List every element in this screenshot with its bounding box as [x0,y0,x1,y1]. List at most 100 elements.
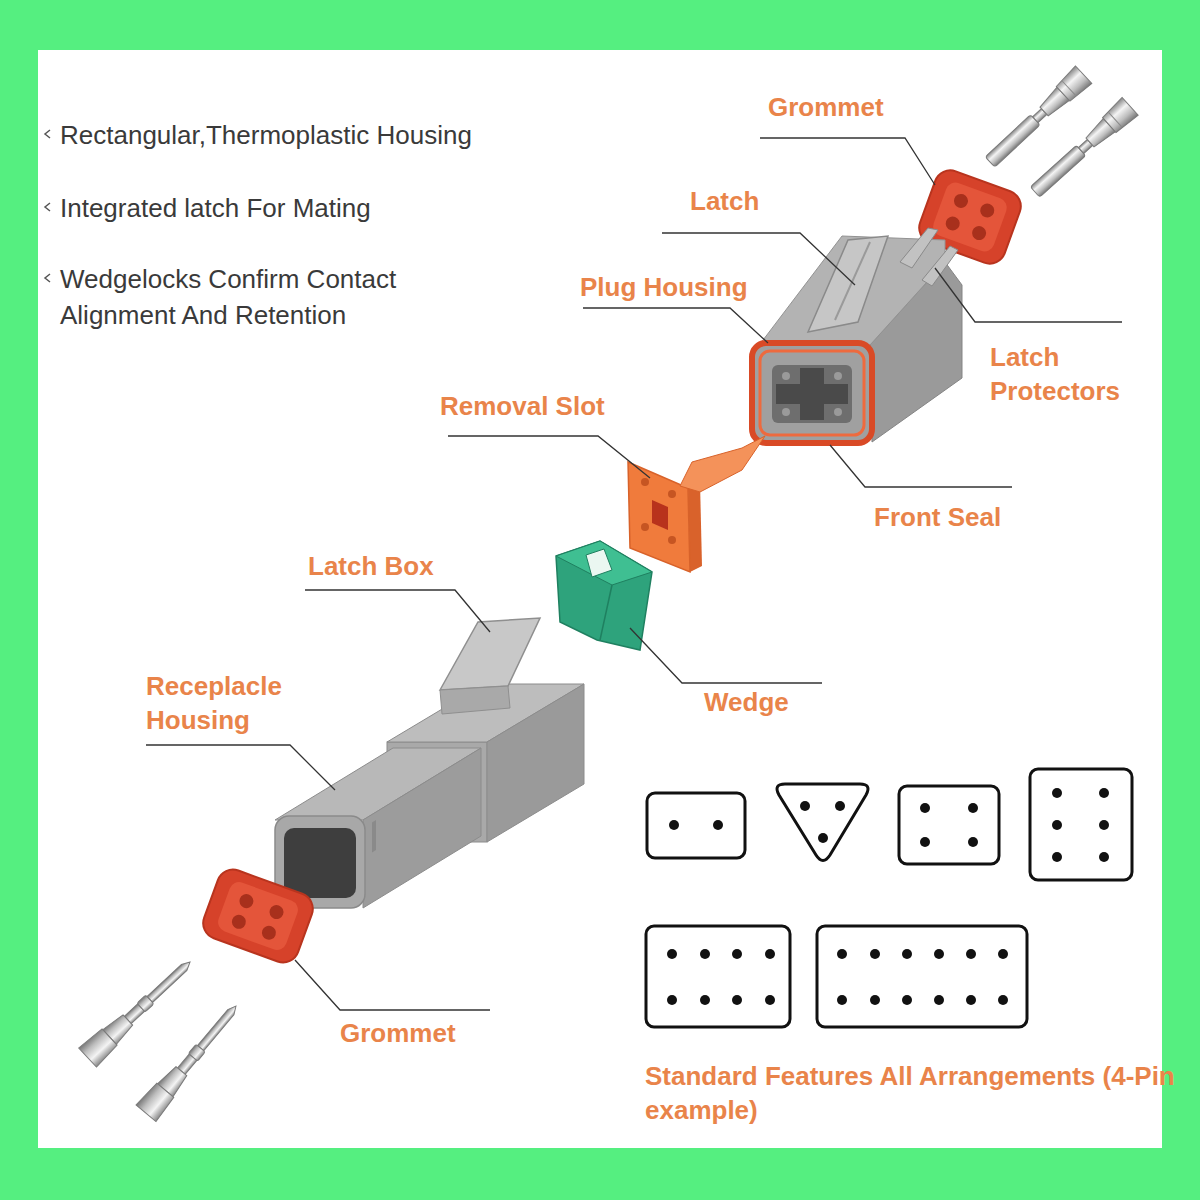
pin-dots [1052,820,1062,830]
plug-housing [922,246,958,286]
pin-dots [870,995,880,1005]
pin-dots [1052,852,1062,862]
pin-dots [966,995,976,1005]
plug-housing [760,351,864,435]
part-label: Receplacle Housing [146,669,336,737]
plug-housing [834,408,842,416]
feature-text: Integrated latch For Mating [60,190,580,226]
leader-lines [935,268,1122,322]
plug-housing [782,372,790,380]
pin-dots [818,833,828,843]
removal-wedge [668,536,676,544]
pin-arrangements [646,926,790,1027]
receptacle-housing [275,618,584,908]
leader-lines [583,308,768,343]
pin-dots [667,788,1109,1005]
receptacle-grommet [260,924,278,942]
pin-dots [1099,788,1109,798]
pin-dots [765,949,775,959]
pin-dots [934,995,944,1005]
plug-housing [752,228,962,443]
socket-contacts [1027,97,1138,200]
pin-dots [713,820,723,830]
plug-grommet [970,224,988,242]
leader-lines [830,445,1012,487]
green-wedge [556,541,652,650]
green-wedge [556,541,652,585]
pin-dots [968,803,978,813]
part-label: Front Seal [874,500,1074,534]
removal-wedge [641,478,649,486]
pin-dots [700,949,710,959]
receptacle-housing [440,686,510,714]
part-label: Grommet [768,90,968,124]
pin-contacts [136,998,246,1122]
bullet-marks [45,203,50,211]
plug-grommet [952,192,970,210]
bullet-marks [45,130,50,282]
leader-lines [760,138,935,185]
pin-contacts [79,952,199,1066]
plug-housing [835,242,870,320]
pin-dots [870,949,880,959]
green-wedge [600,585,612,640]
pin-dots [1099,852,1109,862]
bullet-marks [45,130,50,138]
plug-housing [900,228,938,268]
pin-dots [732,949,742,959]
removal-wedge [668,490,676,498]
pin-dots [934,949,944,959]
receptacle-housing [372,820,376,852]
receptacle-housing [284,828,356,898]
removal-wedge [641,523,649,531]
pin-dots [902,949,912,959]
plug-grommet [944,215,962,233]
removal-wedge [680,436,765,492]
bullet-marks [45,274,50,282]
leader-lines [448,436,650,478]
receptacle-grommet [230,913,248,931]
leader-lines [630,628,822,683]
part-label: Latch Protectors [990,340,1160,408]
pin-dots [920,803,930,813]
pin-arrangements [646,769,1132,1027]
removal-wedge [628,436,765,572]
pin-dots [732,995,742,1005]
pin-dots [669,820,679,830]
green-wedge [586,549,612,577]
leader-lines [305,590,490,632]
receptacle-housing [363,748,481,908]
pin-contacts [79,952,246,1121]
part-label: Latch [690,184,840,218]
pin-dots [1052,788,1062,798]
receptacle-grommet [199,865,318,967]
plug-housing [776,384,848,404]
receptacle-housing [372,820,376,852]
pin-dots [700,995,710,1005]
pin-dots [837,995,847,1005]
pin-arrangements [1030,769,1132,880]
removal-wedge [628,462,690,572]
pin-dots [998,949,1008,959]
pin-dots [1099,820,1109,830]
pin-dots [998,995,1008,1005]
socket-contacts [982,66,1138,201]
pin-dots [968,837,978,847]
feature-text: Rectangular,Thermoplastic Housing [60,117,580,153]
plug-housing [808,236,888,332]
pin-dots [835,801,845,811]
leader-lines [295,960,490,1010]
leader-lines [146,745,335,790]
receptacle-housing [440,618,540,690]
pin-dots [902,995,912,1005]
pin-dots [765,995,775,1005]
feature-text: Wedgelocks Confirm Contact Alignment And… [60,261,460,333]
plug-housing [752,343,872,443]
receptacle-grommet [199,865,318,967]
part-label: Wedge [704,685,854,719]
pin-arrangements [777,784,868,861]
white-panel [38,50,1162,1148]
